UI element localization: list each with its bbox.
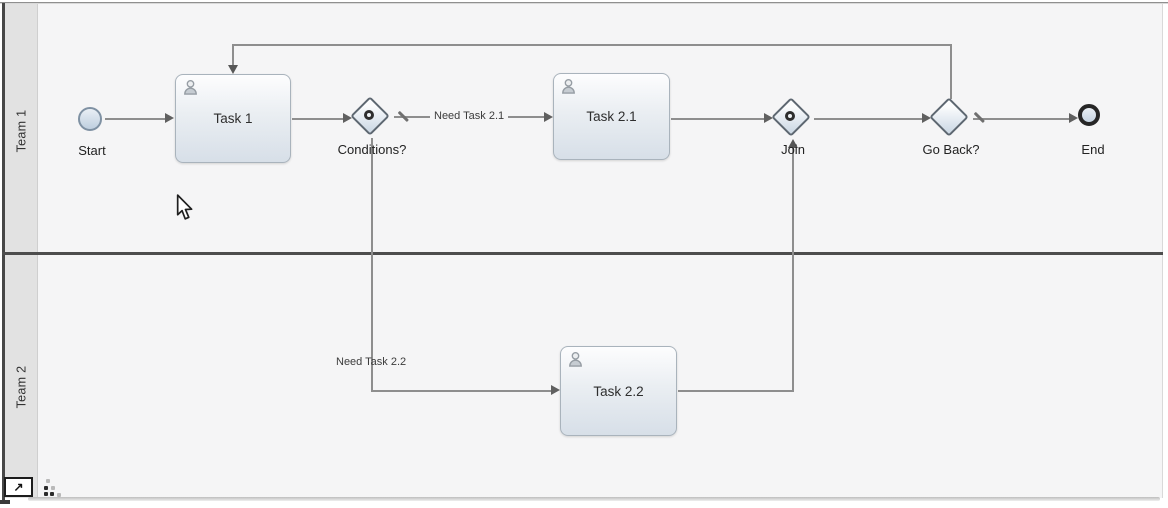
inclusive-gateway-marker bbox=[785, 111, 795, 121]
flow-task22-join-across[interactable] bbox=[678, 390, 794, 392]
join-gateway-label: Join bbox=[781, 142, 805, 157]
start-event-label: Start bbox=[78, 143, 106, 158]
task1-label: Task 1 bbox=[213, 111, 253, 126]
arrowhead bbox=[165, 113, 174, 123]
grip-dot bbox=[57, 493, 61, 497]
task22-node[interactable]: Task 2.2 bbox=[560, 346, 677, 436]
user-icon bbox=[567, 351, 584, 373]
flow-goback-end[interactable] bbox=[973, 118, 1069, 120]
grip-dot bbox=[51, 486, 55, 490]
lane-header-strip[interactable] bbox=[5, 4, 38, 498]
grip-dot bbox=[46, 479, 50, 483]
inclusive-gateway-marker bbox=[364, 110, 374, 120]
task1-node[interactable]: Task 1 bbox=[175, 74, 291, 163]
lane-team1-header[interactable]: Team 1 bbox=[4, 96, 38, 166]
horizontal-scrollbar[interactable] bbox=[28, 497, 1160, 501]
flow-goback-loop-across[interactable] bbox=[232, 44, 952, 46]
end-event[interactable] bbox=[1078, 104, 1100, 126]
flow-task1-conditions[interactable] bbox=[292, 118, 344, 120]
flow-conditions-task22-down[interactable] bbox=[371, 138, 373, 392]
arrowhead bbox=[343, 113, 352, 123]
pool-top-border bbox=[0, 2, 1168, 4]
flow-label-need-task22[interactable]: Need Task 2.2 bbox=[336, 356, 407, 368]
goback-gateway-label: Go Back? bbox=[922, 142, 980, 157]
start-event[interactable] bbox=[78, 107, 102, 131]
arrowhead bbox=[228, 65, 238, 74]
expand-arrow-icon: ↗ bbox=[13, 480, 24, 494]
conditions-gateway-label: Conditions? bbox=[337, 142, 407, 157]
user-icon bbox=[182, 79, 199, 101]
user-icon bbox=[560, 78, 577, 100]
mouse-cursor-icon bbox=[175, 194, 194, 226]
lane-divider[interactable] bbox=[2, 252, 1163, 255]
lane-team2-label: Team 2 bbox=[14, 365, 29, 409]
arrowhead bbox=[922, 113, 931, 123]
arrowhead bbox=[788, 139, 798, 148]
arrowhead bbox=[551, 385, 560, 395]
end-event-label: End bbox=[1081, 142, 1105, 157]
flow-label-need-task21[interactable]: Need Task 2.1 bbox=[430, 110, 509, 122]
grip-dot bbox=[44, 492, 48, 496]
grip-dot bbox=[50, 492, 54, 496]
flow-goback-loop-down[interactable] bbox=[232, 45, 234, 66]
task21-node[interactable]: Task 2.1 bbox=[553, 73, 670, 160]
task21-label: Task 2.1 bbox=[586, 109, 637, 124]
flow-task22-join-up[interactable] bbox=[792, 147, 794, 392]
grip-dot bbox=[44, 486, 48, 490]
pool-bottom-border-stub bbox=[0, 500, 10, 504]
expand-button[interactable]: ↗ bbox=[4, 477, 33, 497]
arrowhead bbox=[764, 113, 773, 123]
flow-conditions-task22-across[interactable] bbox=[372, 390, 551, 392]
lane-team1-label: Team 1 bbox=[14, 109, 29, 153]
flow-join-goback[interactable] bbox=[814, 118, 922, 120]
lane-team2-header[interactable]: Team 2 bbox=[4, 352, 38, 422]
flow-task21-join[interactable] bbox=[671, 118, 764, 120]
arrowhead bbox=[544, 112, 553, 122]
flow-start-task1[interactable] bbox=[105, 118, 166, 120]
task22-label: Task 2.2 bbox=[593, 383, 644, 399]
arrowhead bbox=[1069, 113, 1078, 123]
flow-goback-loop-up[interactable] bbox=[950, 45, 952, 99]
